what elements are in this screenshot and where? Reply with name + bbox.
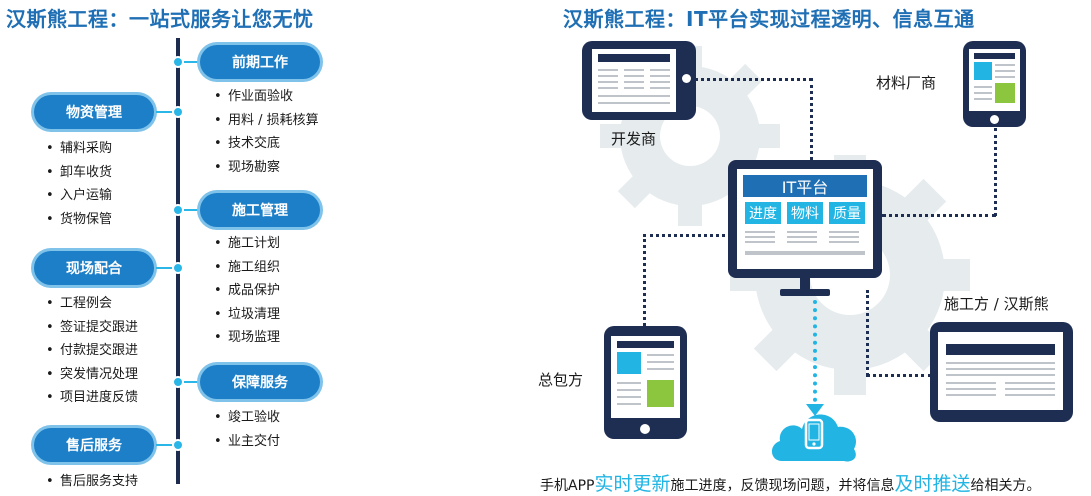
list-item: 施工组织: [212, 256, 280, 280]
preliminary-list: 作业面验收 用料 / 损耗核算 技术交底 现场勘察: [212, 85, 319, 179]
construction-list: 施工计划 施工组织 成品保护 垃圾清理 现场监理: [212, 232, 280, 350]
cloud-icon: [771, 414, 857, 462]
dotted-connector: [643, 234, 731, 237]
list-item: 入户运输: [44, 184, 112, 208]
list-item: 辅料采购: [44, 137, 112, 161]
list-item: 货物保管: [44, 208, 112, 232]
tag-quality: 质量: [829, 202, 865, 224]
arrow-down-icon: [806, 404, 824, 416]
timeline-dot: [172, 439, 184, 451]
timeline-dot: [172, 106, 184, 118]
list-item: 施工计划: [212, 232, 280, 256]
dotted-connector: [866, 374, 932, 377]
guarantee-list: 竣工验收 业主交付: [212, 406, 280, 453]
dotted-connector: [813, 300, 817, 410]
list-item: 突发情况处理: [44, 363, 138, 387]
list-item: 付款提交跟进: [44, 339, 138, 363]
list-item: 现场勘察: [212, 156, 319, 180]
list-item: 工程例会: [44, 292, 138, 316]
timeline-dot: [172, 204, 184, 216]
phone-icon: [804, 418, 824, 450]
timeline-line: [176, 38, 180, 484]
tablet-contractor: [604, 326, 687, 439]
list-item: 用料 / 损耗核算: [212, 109, 319, 133]
timeline-dot: [172, 56, 184, 68]
connector: [156, 267, 176, 269]
label-supplier: 材料厂商: [876, 74, 937, 92]
list-item: 垃圾清理: [212, 303, 280, 327]
dotted-connector: [882, 214, 996, 217]
list-item: 竣工验收: [212, 406, 280, 430]
list-item: 卸车收货: [44, 161, 112, 185]
section-pill-construction: 施工管理: [200, 193, 320, 227]
materials-list: 辅料采购 卸车收货 入户运输 货物保管: [44, 137, 112, 231]
dotted-connector: [695, 78, 812, 81]
monitor-stand: [800, 278, 810, 290]
dotted-connector: [643, 234, 646, 326]
platform-title: IT平台: [743, 175, 867, 197]
monitor-it-platform: IT平台 进度 物料 质量: [728, 160, 882, 278]
section-pill-aftersales: 售后服务: [34, 428, 154, 462]
right-title: 汉斯熊工程：IT平台实现过程透明、信息互通: [563, 7, 975, 31]
label-builder: 施工方 / 汉斯熊: [944, 295, 1049, 313]
onsite-list: 工程例会 签证提交跟进 付款提交跟进 突发情况处理 项目进度反馈: [44, 292, 138, 410]
list-item: 售后服务支持: [44, 470, 138, 494]
list-item: 签证提交跟进: [44, 316, 138, 340]
timeline-dot: [172, 262, 184, 274]
caption: 手机APP实时更新施工进度，反馈现场问题，并将信息及时推送给相关方。: [540, 473, 1041, 495]
connector: [156, 111, 176, 113]
section-pill-onsite: 现场配合: [34, 251, 154, 285]
tablet-supplier: [963, 41, 1026, 127]
dotted-connector: [866, 290, 869, 376]
section-pill-guarantee: 保障服务: [200, 365, 320, 399]
dotted-connector: [994, 128, 997, 216]
list-item: 技术交底: [212, 132, 319, 156]
section-pill-materials: 物资管理: [34, 95, 154, 129]
list-item: 现场监理: [212, 326, 280, 350]
dotted-connector: [810, 78, 813, 160]
connector: [180, 381, 200, 383]
tag-material: 物料: [787, 202, 823, 224]
left-title: 汉斯熊工程：一站式服务让您无忧: [6, 7, 314, 31]
tablet-developer: [582, 41, 696, 120]
section-pill-preliminary: 前期工作: [200, 45, 320, 79]
timeline-dot: [172, 376, 184, 388]
monitor-base: [780, 289, 830, 296]
list-item: 作业面验收: [212, 85, 319, 109]
list-item: 项目进度反馈: [44, 386, 138, 410]
list-item: 成品保护: [212, 279, 280, 303]
connector: [180, 209, 200, 211]
tablet-builder: [930, 322, 1073, 422]
tag-progress: 进度: [745, 202, 781, 224]
aftersales-list: 售后服务支持: [44, 470, 138, 494]
label-contractor: 总包方: [538, 371, 584, 389]
label-developer: 开发商: [611, 130, 657, 148]
connector: [156, 444, 176, 446]
connector: [180, 61, 200, 63]
list-item: 业主交付: [212, 430, 280, 454]
